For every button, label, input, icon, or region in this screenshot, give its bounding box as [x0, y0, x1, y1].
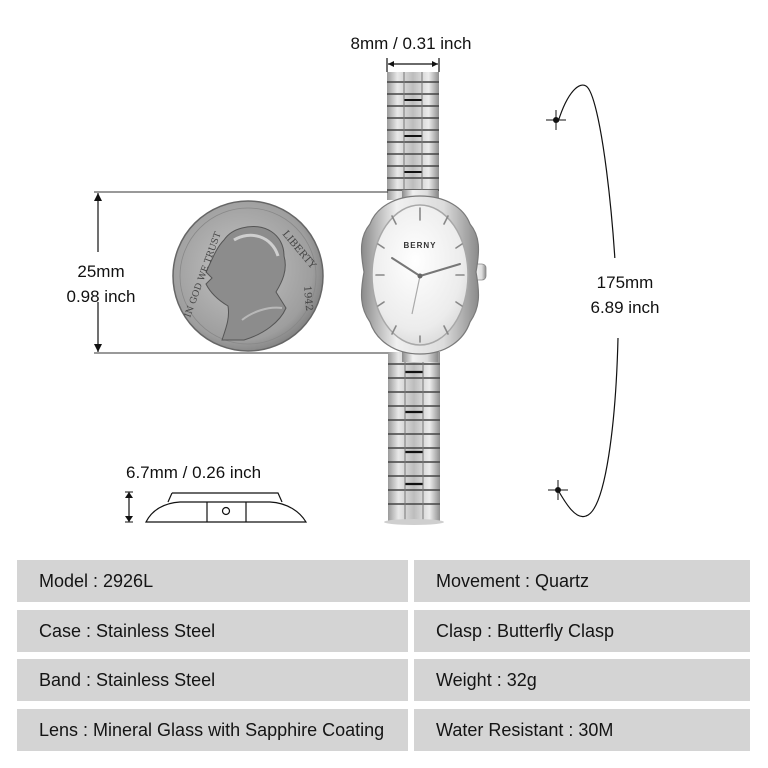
svg-text:1942: 1942: [301, 285, 314, 311]
case-thickness-profile: [125, 491, 308, 523]
case-thickness-label: 6.7mm / 0.26 inch: [126, 463, 262, 482]
case-diameter-guides: [94, 191, 388, 354]
watch-band-top: [387, 72, 439, 200]
band-length-mm: 175mm: [596, 273, 654, 292]
spec-model: Model : 2926L: [17, 560, 408, 602]
case-diameter-inch: 0.98 inch: [66, 287, 136, 306]
band-width-arrow-icon: [386, 58, 440, 72]
case-diameter-mm: 25mm: [77, 262, 125, 281]
spec-band: Band : Stainless Steel: [17, 659, 408, 701]
spec-water-resistance: Water Resistant : 30M: [414, 709, 750, 751]
coin-comparison: LIBERTY 1942 IN GOD WE TRUST: [172, 200, 324, 352]
spec-movement: Movement : Quartz: [414, 560, 750, 602]
band-length-inch: 6.89 inch: [590, 298, 660, 317]
band-width-label: 8mm / 0.31 inch: [350, 34, 472, 53]
brand-logo: BERNY: [403, 241, 436, 250]
watch-case: BERNY: [360, 190, 487, 362]
spec-case: Case : Stainless Steel: [17, 610, 408, 652]
band-length-arc-icon: [546, 84, 640, 518]
spec-clasp: Clasp : Butterfly Clasp: [414, 610, 750, 652]
spec-lens: Lens : Mineral Glass with Sapphire Coati…: [17, 709, 408, 751]
watch-band-bottom: [384, 352, 444, 525]
spec-weight: Weight : 32g: [414, 659, 750, 701]
